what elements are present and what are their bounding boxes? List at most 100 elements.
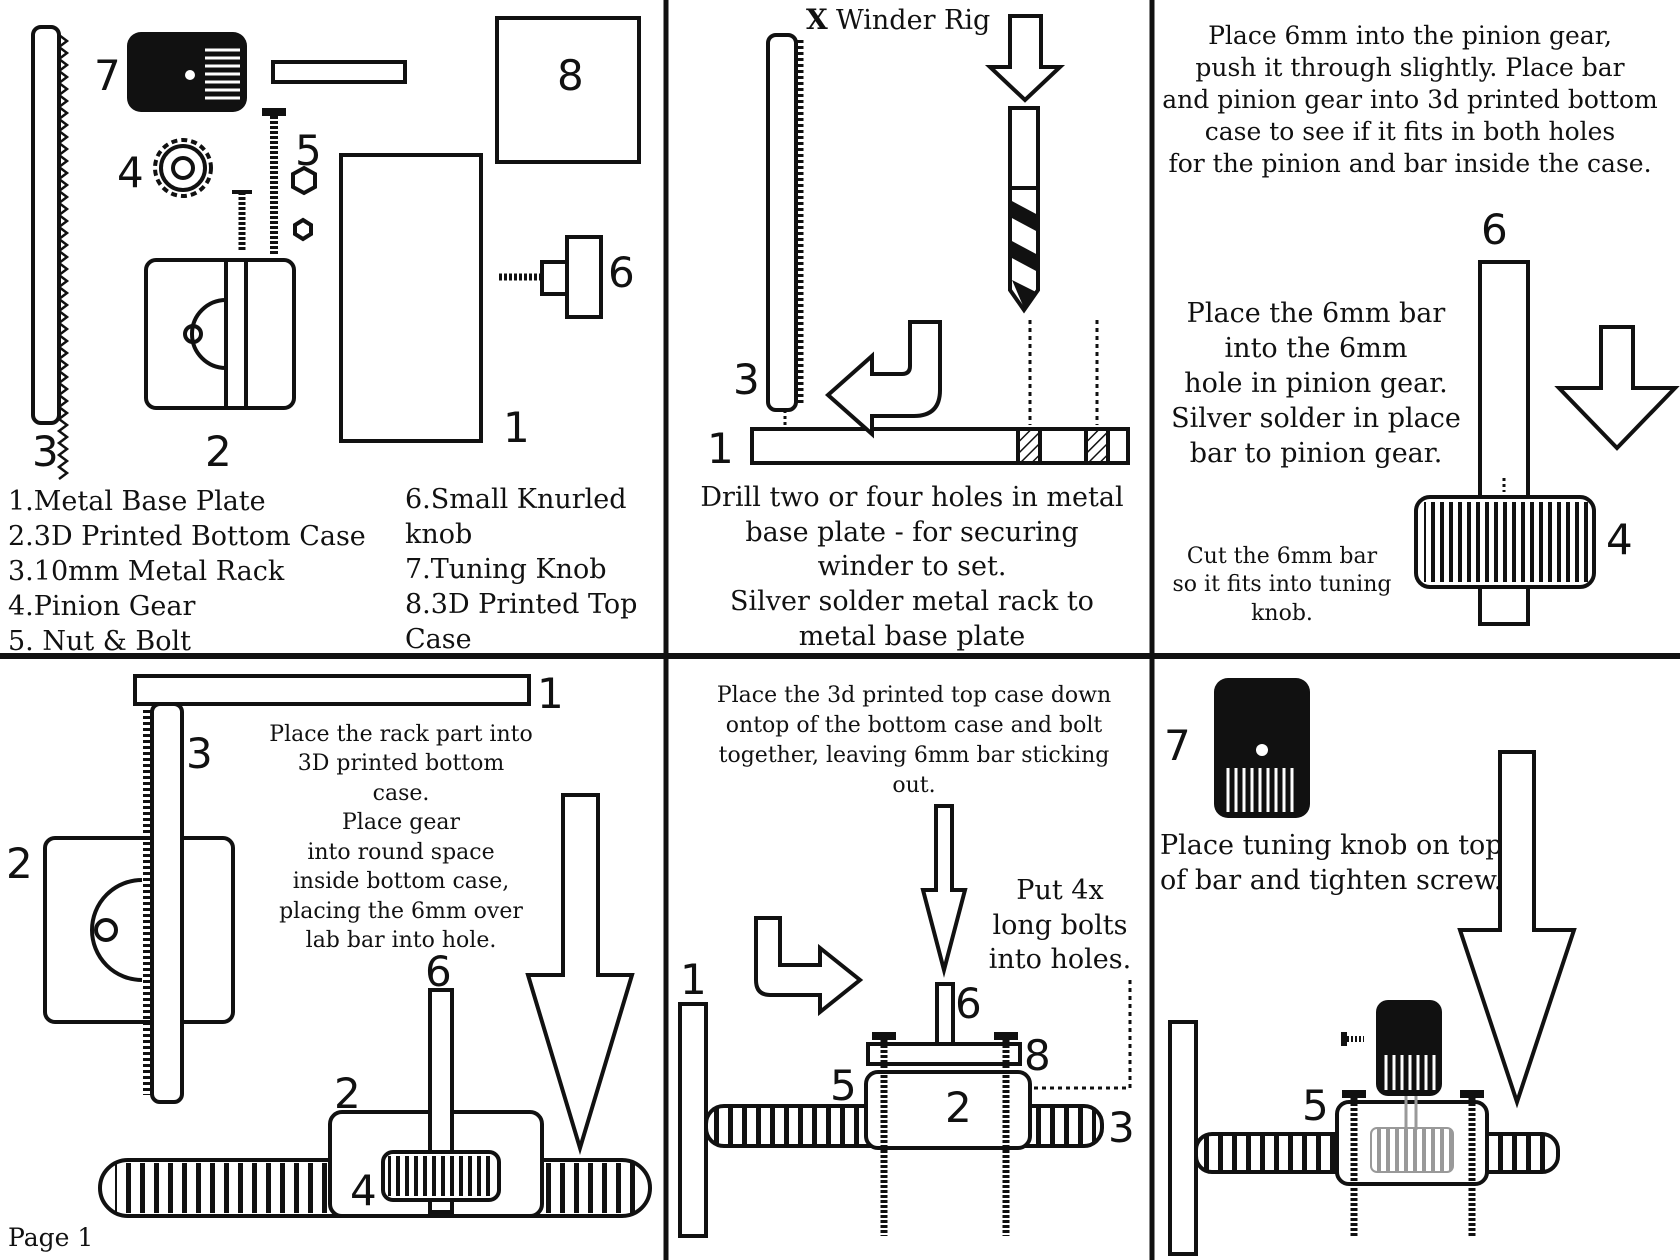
top-case-part — [495, 16, 641, 164]
curved-arrow-icon — [824, 320, 942, 439]
caption-line: so it fits into tuning — [1173, 572, 1392, 597]
down-arrow-icon — [920, 804, 968, 978]
label-3: 3 — [1108, 1103, 1135, 1152]
rack-instructions: Place the rack part into 3D printed bott… — [269, 722, 532, 953]
caption-line: Silver solder metal rack to — [730, 586, 1094, 617]
label-7: 7 — [94, 51, 121, 100]
tuning-knob-mounted — [1376, 1000, 1442, 1096]
nut-and-bolt-part — [232, 108, 317, 255]
winder-rig-mark: X — [806, 3, 828, 36]
down-arrow-icon — [1457, 750, 1577, 1109]
six-mm-bar-part — [271, 60, 407, 84]
parts-item: 8.3D Printed Top — [405, 589, 637, 620]
caption-line: knob. — [1251, 601, 1313, 626]
rack-side-view — [98, 988, 652, 1218]
caption-line: for the pinion and bar inside the case. — [1168, 149, 1651, 178]
base-plate — [133, 674, 531, 706]
label-4: 4 — [350, 1166, 377, 1215]
label-8: 8 — [557, 51, 584, 100]
caption-line: ontop of the bottom case and bolt — [726, 713, 1103, 738]
panel-tuning-knob: 7 Place tuning knob on top of bar and ti… — [1160, 678, 1577, 1256]
caption-line: Place 6mm into the pinion gear, — [1208, 21, 1612, 50]
down-arrow-icon — [1554, 325, 1680, 451]
base-plate — [1168, 1020, 1198, 1256]
winder-rig-title: Winder Rig — [836, 5, 990, 36]
caption-line: base plate - for securing — [745, 517, 1078, 548]
label-6: 6 — [608, 248, 635, 297]
top-case-instructions: Place the 3d printed top case down ontop… — [717, 683, 1111, 798]
panel-rack-into-case: 1 2 3 Place the rack part into 3D printe… — [6, 669, 652, 1252]
label-3: 3 — [32, 427, 59, 476]
parts-item: 4.Pinion Gear — [8, 591, 195, 622]
parts-list: 1.Metal Base Plate 2.3D Printed Bottom C… — [8, 484, 637, 657]
label-1: 1 — [680, 955, 707, 1004]
label-2: 2 — [334, 1069, 361, 1118]
caption-line: Place gear — [342, 810, 461, 835]
long-bolts — [1342, 1090, 1484, 1236]
label-5: 5 — [830, 1061, 857, 1110]
label-2: 2 — [205, 427, 232, 476]
down-arrow-icon — [984, 14, 1066, 103]
caption-line: placing the 6mm over — [279, 899, 523, 924]
caption-line: together, leaving 6mm bar sticking — [719, 743, 1110, 768]
bolts-note: Put 4x long bolts into holes. — [989, 875, 1131, 975]
label-2: 2 — [6, 839, 33, 888]
parts-item: knob — [405, 519, 472, 550]
metal-rack — [143, 702, 184, 1104]
pinion-mid-text: Place the 6mm bar into the 6mm hole in p… — [1171, 298, 1461, 469]
metal-rack-part — [31, 25, 70, 480]
parts-item: 1.Metal Base Plate — [8, 486, 266, 517]
base-plate-part — [339, 153, 483, 443]
bottom-case — [864, 1070, 1032, 1150]
caption-line: of bar and tighten screw. — [1160, 865, 1502, 896]
label-6: 6 — [955, 979, 982, 1028]
parts-item: 3.10mm Metal Rack — [8, 556, 285, 587]
caption-line: Place the 3d printed top case down — [717, 683, 1111, 708]
caption-line: case. — [373, 781, 430, 806]
caption-line: Place the 6mm bar — [1187, 298, 1446, 329]
label-4: 4 — [117, 148, 144, 197]
pinion-gear-hidden — [1370, 1127, 1454, 1173]
tuning-knob-part — [127, 32, 247, 112]
caption-line: push it through slightly. Place bar — [1195, 53, 1624, 82]
tuning-knob — [1214, 678, 1310, 818]
parts-item: 5. Nut & Bolt — [8, 626, 191, 657]
parts-item: 7.Tuning Knob — [405, 554, 607, 585]
label-6: 6 — [1481, 205, 1508, 254]
caption-line: Place tuning knob on top — [1160, 830, 1503, 861]
panel-parts: 3 7 8 4 — [8, 16, 641, 657]
panel-pinion: Place 6mm into the pinion gear, push it … — [1162, 21, 1680, 626]
caption-line: hole in pinion gear. — [1184, 368, 1448, 399]
top-case — [866, 1042, 1022, 1066]
caption-line: case to see if it fits in both holes — [1205, 117, 1616, 146]
set-screw-icon — [1341, 1032, 1364, 1046]
caption-line: Put 4x — [1016, 875, 1103, 906]
caption-line: long bolts — [992, 910, 1127, 941]
caption-line: Place the rack part into — [269, 722, 532, 747]
bottom-case — [43, 836, 235, 1024]
caption-line: bar to pinion gear. — [1190, 438, 1443, 469]
pinion-gear — [1414, 495, 1596, 589]
down-arrow-icon — [525, 793, 635, 1155]
label-5: 5 — [1302, 1081, 1329, 1130]
cut-bar-note: Cut the 6mm bar so it fits into tuning k… — [1173, 544, 1392, 626]
caption-line: out. — [892, 773, 935, 798]
base-plate — [678, 1002, 708, 1238]
label-8: 8 — [1024, 1031, 1051, 1080]
label-1: 1 — [707, 424, 734, 473]
caption-line: Silver solder in place — [1171, 403, 1461, 434]
label-1: 1 — [537, 669, 564, 718]
bottom-case-part — [144, 258, 296, 410]
caption-line: into round space — [307, 840, 494, 865]
base-plate — [750, 427, 1130, 465]
label-3: 3 — [733, 355, 760, 404]
drill-bit-icon — [1008, 106, 1040, 314]
caption-line: 3D printed bottom — [298, 751, 505, 776]
caption-line: lab bar into hole. — [306, 928, 497, 953]
caption-line: Drill two or four holes in metal — [700, 482, 1123, 513]
label-3: 3 — [186, 729, 213, 778]
label-6: 6 — [425, 947, 452, 996]
drill-caption: Drill two or four holes in metal base pl… — [700, 482, 1123, 652]
